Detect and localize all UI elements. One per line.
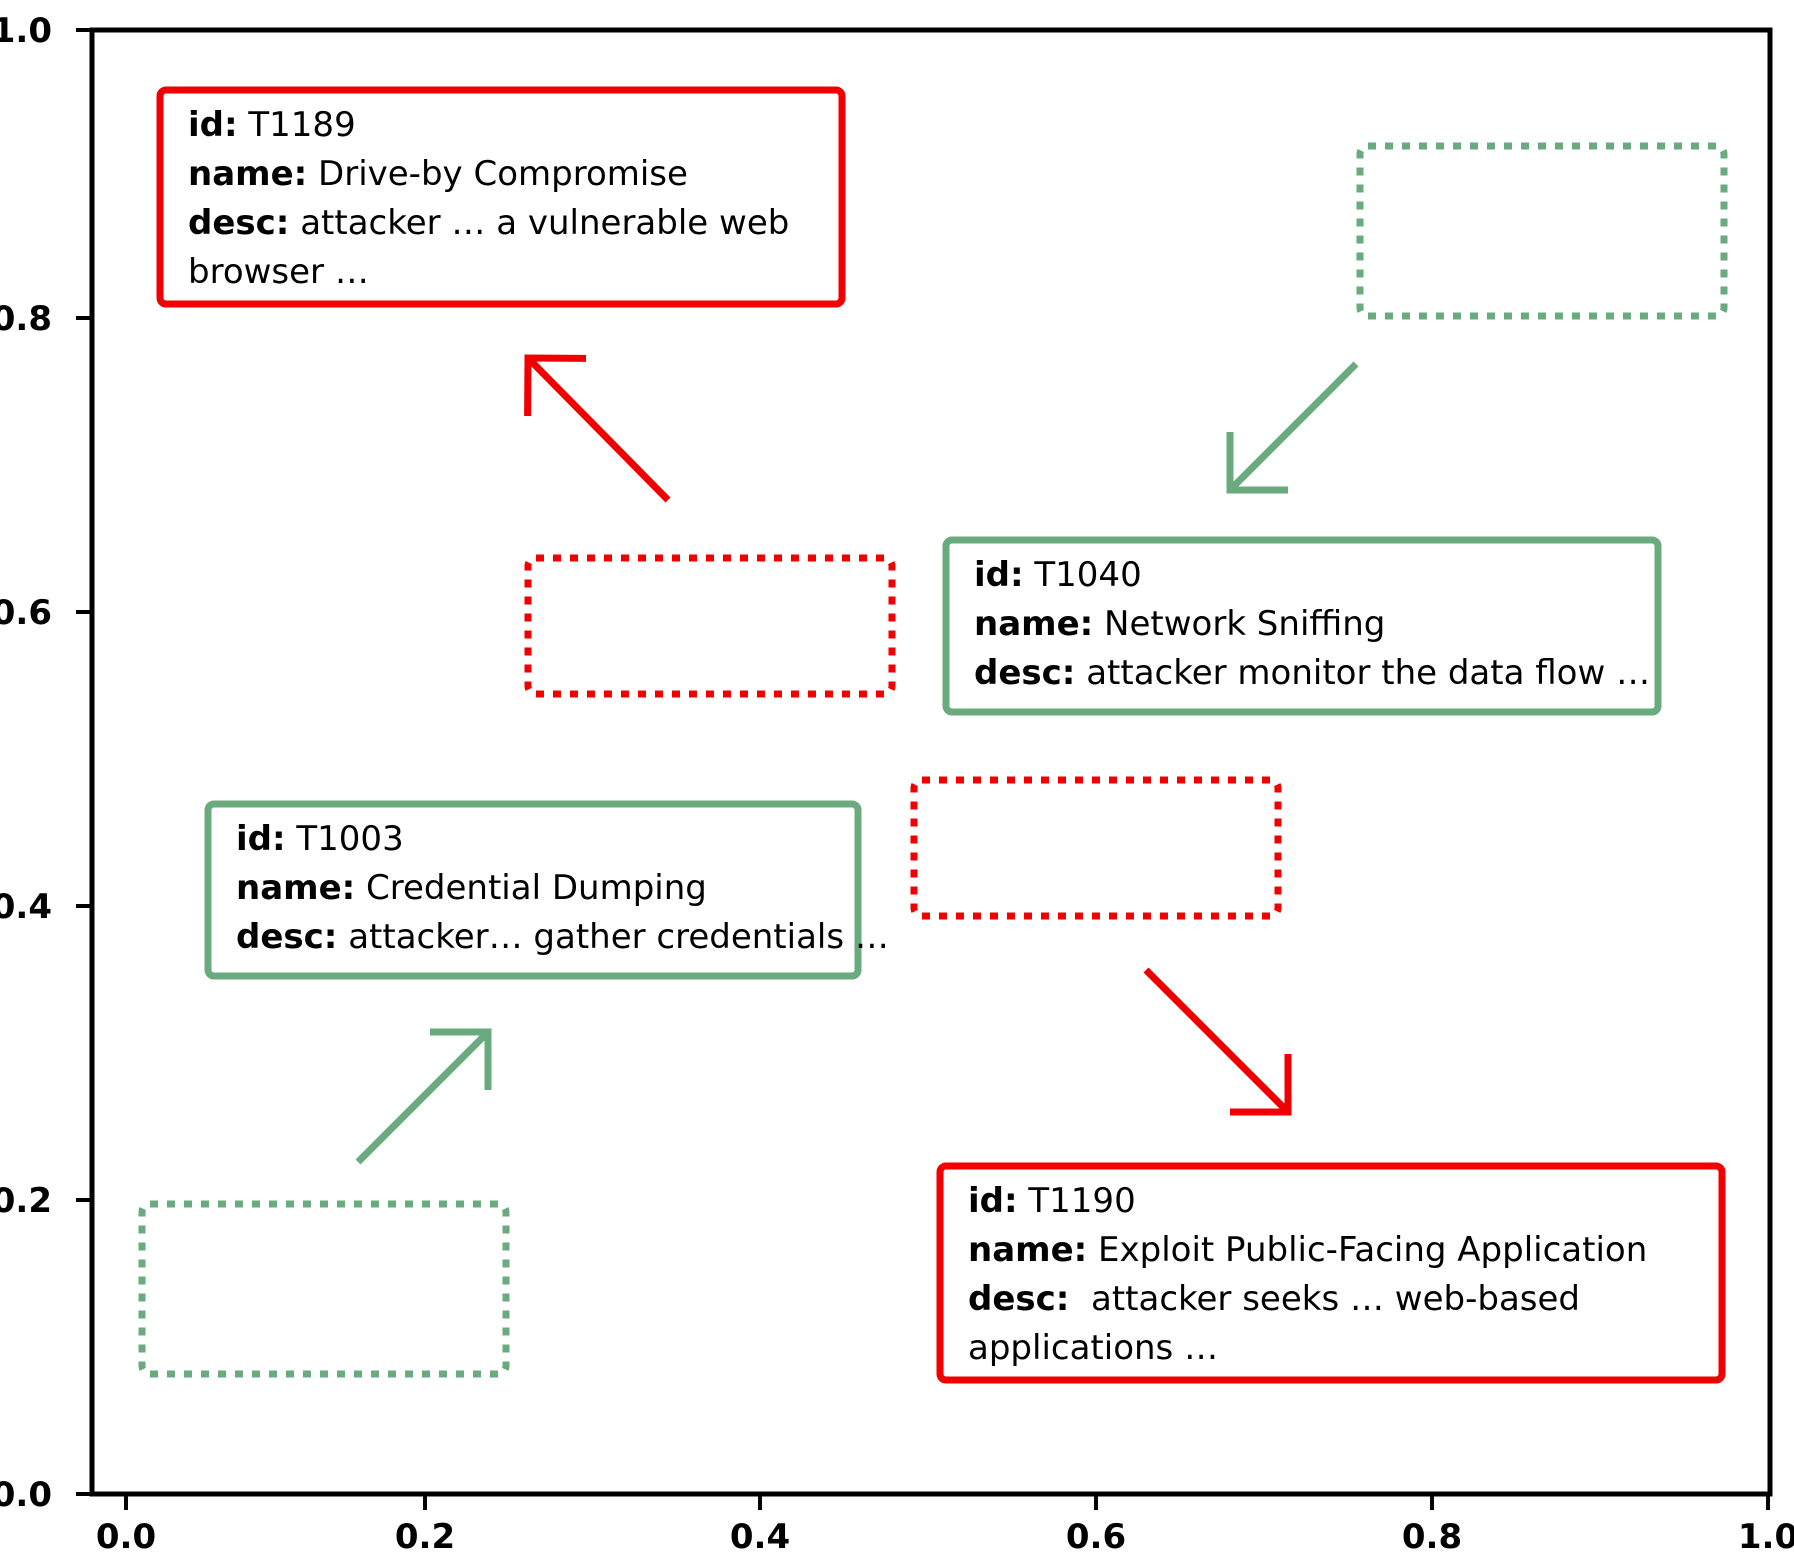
x-tick-label: 1.0 [1738,1517,1794,1556]
placeholder-red-mid-right [910,776,1282,920]
x-tick-label: 0.2 [395,1517,455,1556]
x-tick-label: 0.8 [1402,1517,1462,1556]
field-key: name: [188,154,307,194]
field-key: desc: [968,1279,1069,1319]
field-value: Exploit Public-Facing Application [1087,1230,1647,1270]
y-tick-label: 0.6 [0,593,52,633]
box-line: desc: attacker monitor the data flow … [974,653,1650,693]
field-key: desc: [974,653,1075,693]
field-value: browser … [188,252,369,292]
box-line: id: T1040 [974,555,1142,595]
y-tick-label: 0.4 [0,887,52,927]
y-tick-label: 0.8 [0,299,52,339]
technique-box-t1003: id: T1003 name: Credential Dumping desc: a… [204,800,889,980]
arrow-head [1230,1054,1292,1116]
x-tick-label: 0.6 [1066,1517,1126,1556]
field-value: T1190 [1018,1181,1136,1221]
box-line: desc: attacker seeks … web-based [968,1279,1580,1319]
field-value: applications … [968,1328,1218,1368]
field-key: id: [188,105,238,145]
placeholder-red-center [524,554,896,698]
field-key: desc: [236,917,337,957]
placeholder-green-top-right [1356,142,1728,320]
box-line: name: Drive-by Compromise [188,154,688,194]
box-line: desc: attacker … a vulnerable web [188,203,789,243]
box-border [936,1162,1726,1384]
field-value: attacker seeks … web-based [1069,1279,1580,1319]
field-key: name: [974,604,1093,644]
box-line: applications … [968,1328,1218,1368]
x-tick-label: 0.0 [96,1517,156,1556]
box-border [942,536,1662,716]
technique-box-t1040: id: T1040 name: Network Sniffing desc: att… [942,536,1662,716]
arrow-green-to-t1040 [1226,361,1359,494]
axes-frame [89,27,1773,1497]
placeholder-boxes [138,142,1728,1378]
y-tick-label: 1.0 [0,11,52,51]
arrow-red-to-t1189 [524,354,671,503]
y-tick-label: 0.2 [0,1181,52,1221]
arrow-green-to-t1003 [355,1028,492,1165]
field-value: attacker … a vulnerable web [289,203,789,243]
arrow-red-to-t1190 [1143,967,1292,1116]
field-key: id: [974,555,1024,595]
technique-boxes: id: T1189 name: Drive-by Compromise desc: … [156,86,1726,1384]
field-value: T1003 [286,819,404,859]
box-line: name: Exploit Public-Facing Application [968,1230,1647,1270]
y-tick-label: 0.0 [0,1475,52,1515]
field-value: T1040 [1024,555,1142,595]
field-key: id: [968,1181,1018,1221]
field-key: name: [236,868,355,908]
box-line: name: Credential Dumping [236,868,707,908]
box-border [156,86,846,308]
box-line: browser … [188,252,369,292]
field-value: attacker… gather credentials … [337,917,889,957]
field-value: T1189 [238,105,356,145]
field-value: Drive-by Compromise [307,154,688,194]
field-value: attacker monitor the data flow … [1075,653,1650,693]
arrow-head [430,1028,492,1090]
field-value: Credential Dumping [355,868,707,908]
box-border [204,800,862,980]
arrows [355,354,1359,1165]
technique-box-t1189: id: T1189 name: Drive-by Compromise desc: … [156,86,846,308]
technique-box-t1190: id: T1190 name: Exploit Public-Facing App… [936,1162,1726,1384]
box-line: id: T1190 [968,1181,1136,1221]
field-value: Network Sniffing [1093,604,1385,644]
field-key: id: [236,819,286,859]
arrow-head [1226,432,1288,494]
field-key: name: [968,1230,1087,1270]
box-line: id: T1003 [236,819,404,859]
field-key: desc: [188,203,289,243]
arrow-head [524,354,587,417]
box-line: name: Network Sniffing [974,604,1385,644]
placeholder-green-bottom-left [138,1200,510,1378]
box-line: desc: attacker… gather credentials … [236,917,889,957]
x-tick-label: 0.4 [730,1517,790,1556]
box-line: id: T1189 [188,105,356,145]
axes: 0.0 0.2 0.4 0.6 0.8 1.0 0.0 0.2 0.4 0.6 0.8 1.0 [0,11,1794,1556]
